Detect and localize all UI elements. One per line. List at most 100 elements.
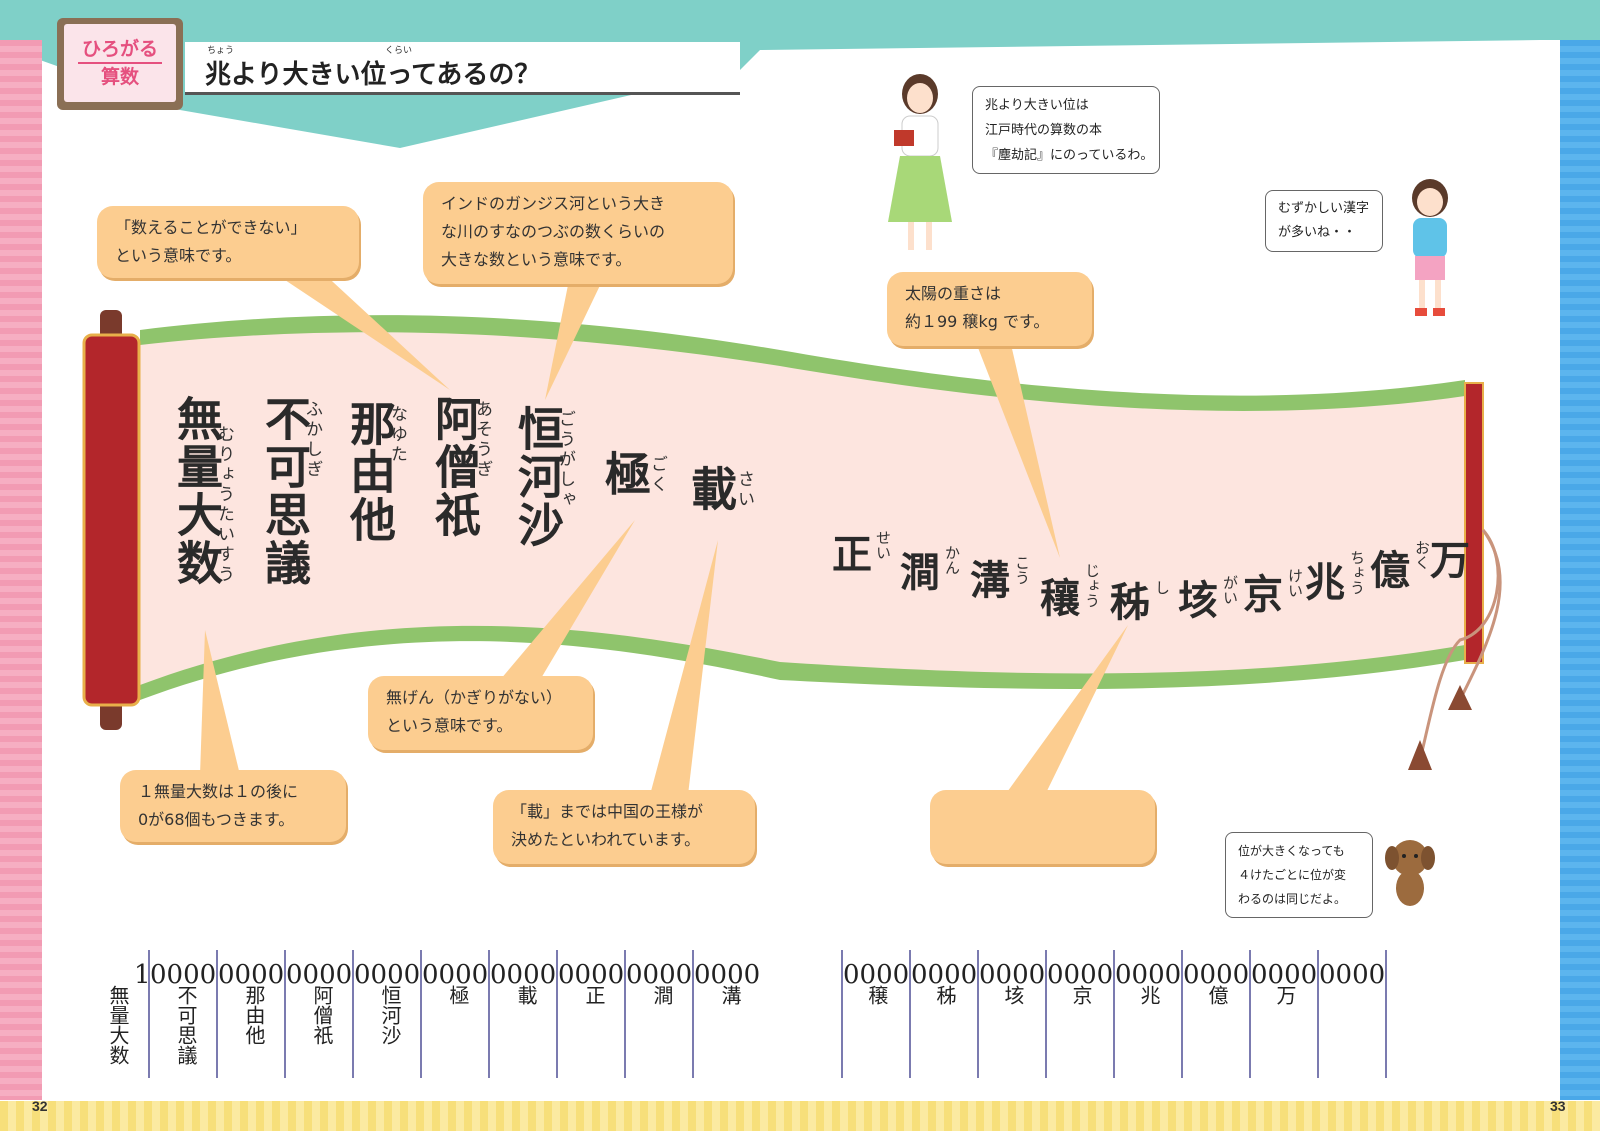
left-page-edge (0, 40, 42, 1100)
reading-jou: じょう (1083, 563, 1101, 608)
badge-line2: 算数 (100, 66, 139, 88)
callout-fukashigi-line1: 「数えることができない」 (115, 218, 307, 237)
unit-shi: 秭 (1110, 579, 1150, 626)
digit-unit-label: 那由他 (242, 985, 266, 1045)
digit-unit-label: 溝 (718, 985, 742, 1005)
digit-unit-label: 秭 (933, 985, 957, 1005)
digit-divider (909, 950, 911, 1078)
unit-muryotaisu: 無量大数 (170, 395, 224, 587)
unit-kei: 京 (1243, 571, 1283, 618)
digit-unit-label: 澗 (650, 985, 674, 1005)
reading-oku: おく (1413, 540, 1431, 570)
digit-group: 0000 (490, 960, 557, 990)
unit-chou: 兆 (1305, 559, 1345, 606)
reading-kan: かん (943, 545, 961, 575)
callout-gougasha: インドのガンジス河という大き な川のすなのつぶの数くらいの 大きな数という意味で… (423, 182, 733, 284)
digit-divider (1249, 950, 1251, 1078)
teacher-speech-line3: 『塵劫記』にのっているわ。 (985, 148, 1154, 163)
digit-group: 0000 (1115, 960, 1182, 990)
badge-line1: ひろがる (81, 38, 158, 60)
digit-divider (420, 950, 422, 1078)
digit-group: 0000 (286, 960, 353, 990)
reading-kou: こう (1013, 555, 1031, 585)
digit-group: 0000 (218, 960, 285, 990)
digit-group: 0000 (150, 960, 217, 990)
unit-goku: 極 (598, 450, 652, 498)
digit-group: 0000 (911, 960, 978, 990)
title-ruby-2: くらい (385, 46, 413, 56)
callout-gougasha-line2: な川のすなのつぶの数くらいの (441, 222, 666, 241)
callout-sai-line1: 「載」までは中国の王様が (511, 802, 704, 821)
callout-muryotaisu-line1: １無量大数は１の後に (138, 782, 299, 801)
digit-unit-label: 正 (582, 985, 606, 1005)
unit-asougi: 阿僧祇 (428, 395, 482, 539)
digit-group: 0000 (626, 960, 693, 990)
reading-gougasha: ごうがしゃ (555, 410, 575, 510)
digit-divider (216, 950, 218, 1078)
dog-speech-line1: 位が大きくなっても (1238, 844, 1345, 858)
page-title: 兆より大きい位ってあるの？ (205, 60, 541, 90)
digit-unit-label: 京 (1069, 985, 1093, 1005)
right-page-edge (1560, 40, 1600, 1100)
callout-jou (930, 790, 1155, 864)
reading-chou: ちょう (1348, 550, 1366, 595)
callout-gougasha-line3: 大きな数という意味です。 (441, 250, 632, 269)
digit-unit-label: 万 (1273, 985, 1297, 1005)
reading-shi: し (1153, 580, 1171, 595)
callout-fukashigi-line2: という意味です。 (115, 246, 242, 265)
callout-goku-line2: という意味です。 (386, 716, 513, 735)
unit-jou: 穰 (1040, 575, 1080, 622)
teacher-speech-line1: 兆より大きい位は (985, 98, 1089, 113)
digit-divider (488, 950, 490, 1078)
page-number-right: 33 (1550, 1098, 1566, 1114)
reading-asougi: あそうぎ (472, 400, 492, 480)
digit-divider (1385, 950, 1387, 1078)
digit-divider (1181, 950, 1183, 1078)
reading-sei: せい (874, 530, 892, 560)
digit-unit-label: 阿僧祇 (310, 985, 334, 1045)
dog-speech-line3: わるのは同じだよ。 (1238, 892, 1347, 906)
digit-unit-label: 垓 (1001, 985, 1025, 1005)
unit-sei: 正 (832, 531, 872, 578)
page-number-left: 32 (32, 1098, 48, 1114)
scroll-illustration (80, 300, 1520, 774)
callout-taiyo-line2: 約１99 穣kg です。 (905, 312, 1050, 331)
digit-divider (1317, 950, 1319, 1078)
digit-divider (148, 950, 150, 1078)
digit-divider (624, 950, 626, 1078)
teacher-illustration (880, 72, 960, 261)
section-badge: ひろがる 算数 (57, 18, 183, 110)
digit-unit-label: 極 (446, 985, 470, 1005)
reading-sai: さい (734, 470, 754, 510)
digit-group: 0000 (979, 960, 1046, 990)
callout-gougasha-line1: インドのガンジス河という大き (441, 194, 666, 213)
digit-divider (977, 950, 979, 1078)
unit-gougasha: 恒河沙 (511, 405, 565, 549)
reading-goku: ごく (647, 455, 667, 495)
digit-divider (284, 950, 286, 1078)
digit-divider (1113, 950, 1115, 1078)
digit-unit-label: 億 (1205, 985, 1229, 1005)
digit-group: 0000 (1047, 960, 1114, 990)
unit-kou: 溝 (970, 557, 1010, 604)
callout-taiyo: 太陽の重さは 約１99 穣kg です。 (887, 272, 1092, 346)
digit-unit-label: 兆 (1137, 985, 1161, 1005)
callout-taiyo-line1: 太陽の重さは (905, 284, 1002, 303)
reading-gai: がい (1221, 575, 1239, 605)
reading-fukashigi: ふかしぎ (302, 400, 322, 480)
teacher-speech-line2: 江戸時代の算数の本 (985, 123, 1103, 138)
dog-illustration (1380, 836, 1440, 915)
digit-divider (556, 950, 558, 1078)
girl-speech-line1: むずかしい漢字 (1278, 201, 1370, 216)
unit-sai: 載 (684, 465, 738, 513)
unit-fukashigi: 不可思議 (258, 395, 312, 587)
digit-leading-one: 1 (134, 960, 151, 990)
digit-group: 0000 (843, 960, 910, 990)
girl-illustration (1395, 176, 1465, 325)
digit-unit-label: 恒河沙 (378, 985, 402, 1045)
unit-nayuta: 那由他 (343, 400, 397, 544)
bottom-page-edge (0, 1101, 1600, 1131)
dog-speech-bubble: 位が大きくなっても ４けたごとに位が変 わるのは同じだよ。 (1225, 832, 1373, 918)
digit-group: 0000 (694, 960, 761, 990)
